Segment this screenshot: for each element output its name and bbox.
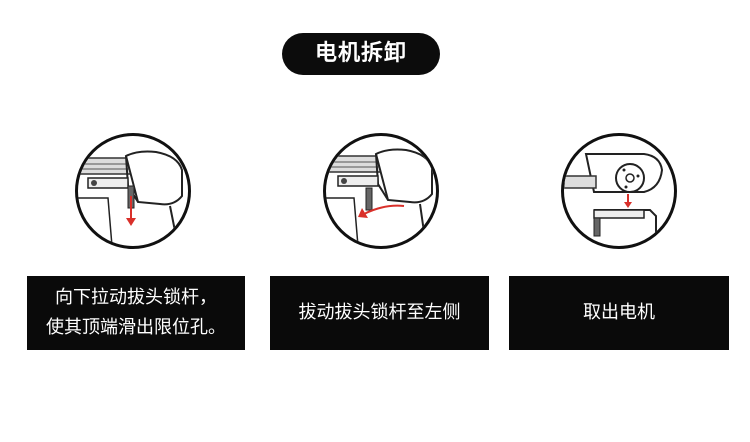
step-2-caption: 拔动拔头锁杆至左侧 <box>270 276 489 350</box>
step-3-line-1: 取出电机 <box>583 302 655 323</box>
step-2-illustration <box>323 133 439 249</box>
step-3-illustration <box>561 133 677 249</box>
step-1-caption: 向下拉动拔头锁杆， 使其顶端滑出限位孔。 <box>27 276 245 350</box>
step-2-line-1: 拔动拔头锁杆至左侧 <box>298 302 461 323</box>
step-1-illustration <box>75 133 191 249</box>
step-3-caption: 取出电机 <box>509 276 729 350</box>
step-1-line-1: 向下拉动拔头锁杆， <box>55 287 217 308</box>
section-title: 电机拆卸 <box>282 33 440 75</box>
step-1-line-2: 使其顶端滑出限位孔。 <box>46 317 226 338</box>
